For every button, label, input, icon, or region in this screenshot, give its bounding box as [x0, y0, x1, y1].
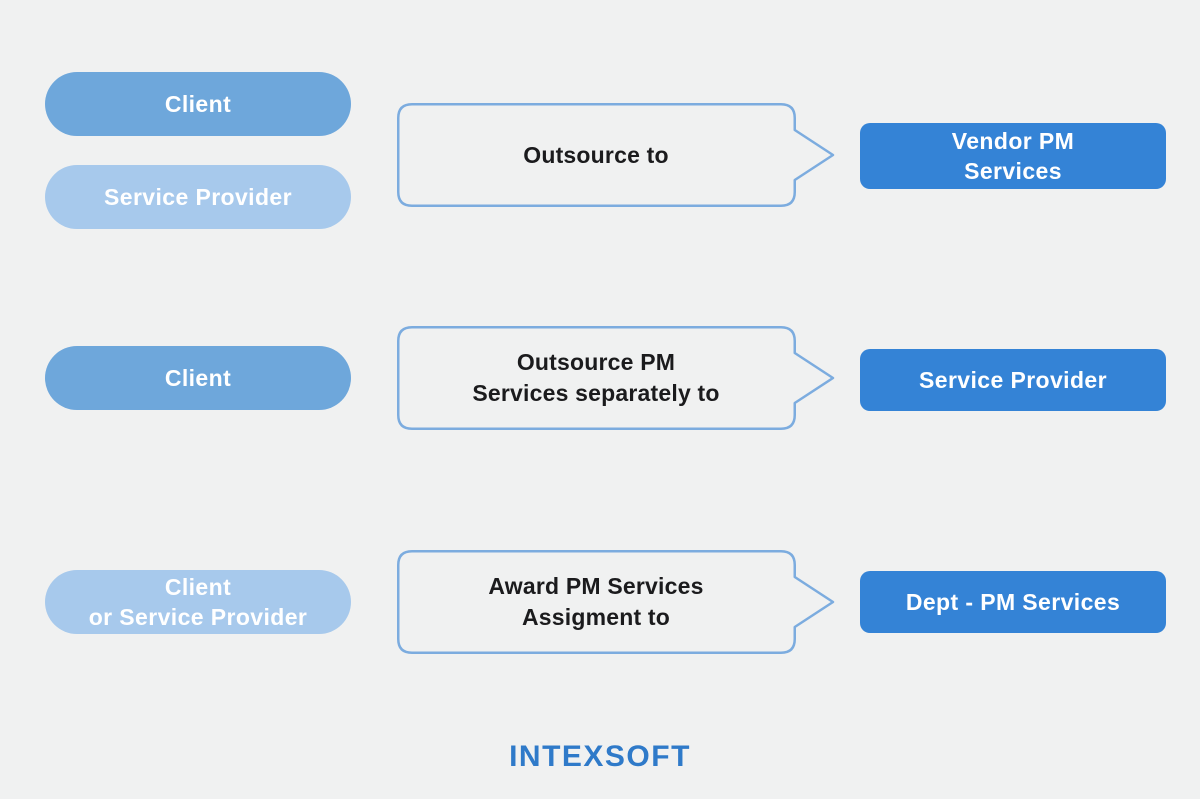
bubble-line: Outsource to [523, 141, 669, 168]
source-pill-client-or-service-provider: Client or Service Provider [45, 570, 351, 634]
target-line: Dept - PM Services [905, 589, 1121, 615]
pill-label: Service Provider [104, 184, 292, 210]
action-bubble-outsource-to: Outsource to [397, 103, 839, 207]
speech-bubble-arrow-icon [397, 326, 835, 430]
bubble-text: Outsource to [397, 103, 795, 207]
bubble-line: Assigment to [521, 604, 671, 630]
target-line: Service Provider [919, 367, 1107, 393]
action-bubble-award-pm-assignment: Award PM Services Assigment to [397, 550, 839, 654]
target-line: Services [964, 158, 1062, 184]
bubble-text: Award PM Services Assigment to [397, 550, 795, 654]
bubble-line: Outsource PM [516, 349, 676, 375]
target-box-service-provider: Service Provider [860, 349, 1166, 411]
target-line: Vendor PM [951, 128, 1075, 154]
pill-label: or Service Provider [88, 604, 308, 630]
bubble-line: Services separately to [472, 380, 720, 406]
pill-label: Client [164, 574, 232, 600]
source-pill-service-provider: Service Provider [45, 165, 351, 229]
target-box-dept-pm-services: Dept - PM Services [860, 571, 1166, 633]
speech-bubble-arrow-icon [397, 550, 835, 654]
source-pill-client-2: Client [45, 346, 351, 410]
intexsoft-logo: INTEXSOFT [509, 740, 691, 773]
pill-label: Client [164, 365, 232, 391]
action-bubble-outsource-pm-separately: Outsource PM Services separately to [397, 326, 839, 430]
speech-bubble-arrow-icon [397, 103, 835, 207]
target-box-vendor-pm-services: Vendor PM Services [860, 123, 1166, 189]
source-pill-client-1: Client [45, 72, 351, 136]
bubble-line: Award PM Services [488, 573, 704, 599]
bubble-text: Outsource PM Services separately to [397, 326, 795, 430]
pill-label: Client [164, 91, 232, 117]
